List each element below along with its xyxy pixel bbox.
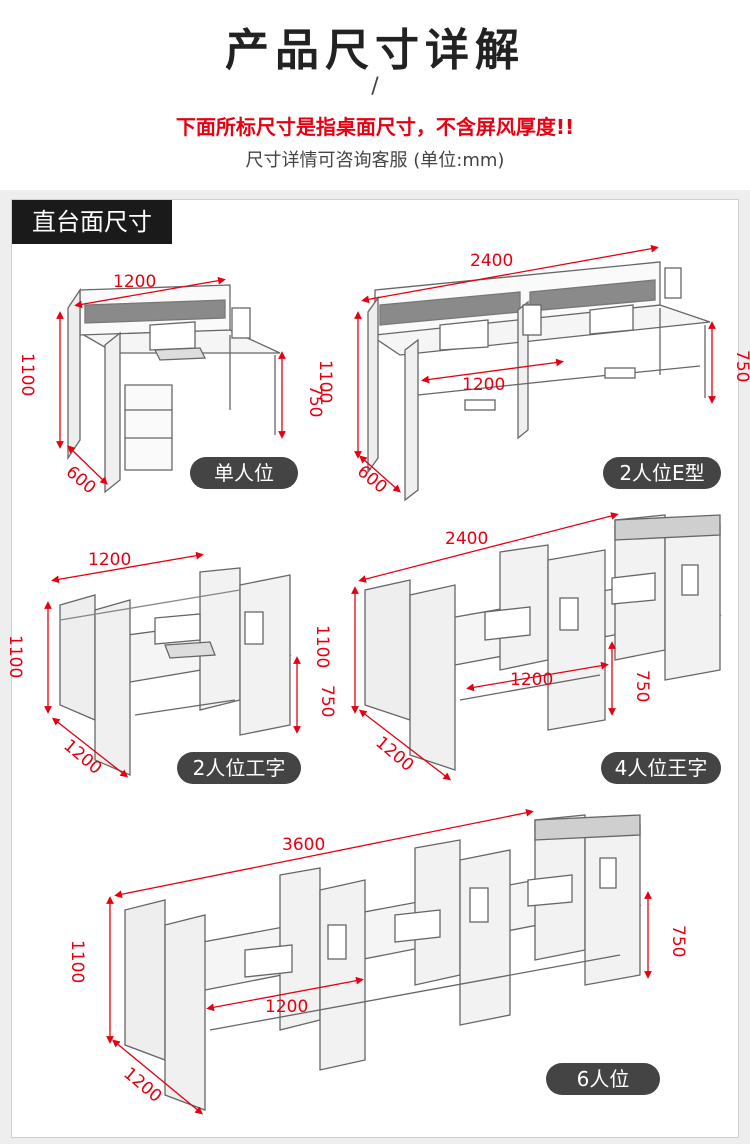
dim-depth: 600 (62, 462, 100, 498)
dim-width: 1200 (88, 550, 131, 570)
dim-height: 1100 (5, 635, 25, 678)
label-6p: 6人位 (546, 1063, 660, 1095)
dim-height: 1100 (312, 625, 332, 668)
desk-2p-h (59, 567, 292, 776)
dim-depth: 600 (353, 462, 391, 498)
dim-2p-e: 2400 1200 1100 750 600 (315, 244, 750, 498)
dim-width: 2400 (445, 529, 488, 549)
section-tag: 直台面尺寸 (12, 200, 172, 244)
label-2p-h: 2人位工字 (177, 752, 301, 784)
dim-unit-width: 1200 (510, 670, 553, 690)
dim-width: 2400 (470, 251, 513, 271)
dim-desk-height: 750 (732, 350, 750, 382)
dim-desk-height: 750 (632, 670, 652, 702)
dim-desk-height: 750 (317, 685, 337, 717)
dim-desk-height: 750 (305, 385, 325, 417)
dim-4p: 2400 1200 1100 750 1200 (312, 512, 652, 781)
label-single: 单人位 (190, 457, 298, 489)
dim-6p: 3600 1200 1100 750 1200 (67, 808, 688, 1115)
title-divider: / (371, 74, 379, 99)
dim-desk-height: 750 (668, 925, 688, 957)
dim-unit-width: 1200 (462, 375, 505, 395)
dim-unit-width: 1200 (265, 997, 308, 1017)
dim-width: 1200 (113, 272, 156, 292)
dim-height: 1100 (67, 940, 87, 983)
unit-note: 尺寸详情可咨询客服 (单位:mm) (245, 150, 505, 171)
dim-height: 1100 (17, 353, 37, 396)
dim-width: 3600 (282, 835, 325, 855)
desk-4p (364, 514, 722, 771)
label-2p-e: 2人位E型 (603, 457, 721, 489)
size-notice: 下面所标尺寸是指桌面尺寸，不含屏风厚度!! (175, 115, 575, 139)
page-title: 产品尺寸详解 (225, 25, 525, 76)
header: 产品尺寸详解 / 下面所标尺寸是指桌面尺寸，不含屏风厚度!! 尺寸详情可咨询客服… (0, 0, 750, 190)
dim-height: 1100 (315, 360, 335, 403)
dim-depth: 1200 (119, 1064, 165, 1107)
label-4p: 4人位王字 (601, 752, 721, 784)
